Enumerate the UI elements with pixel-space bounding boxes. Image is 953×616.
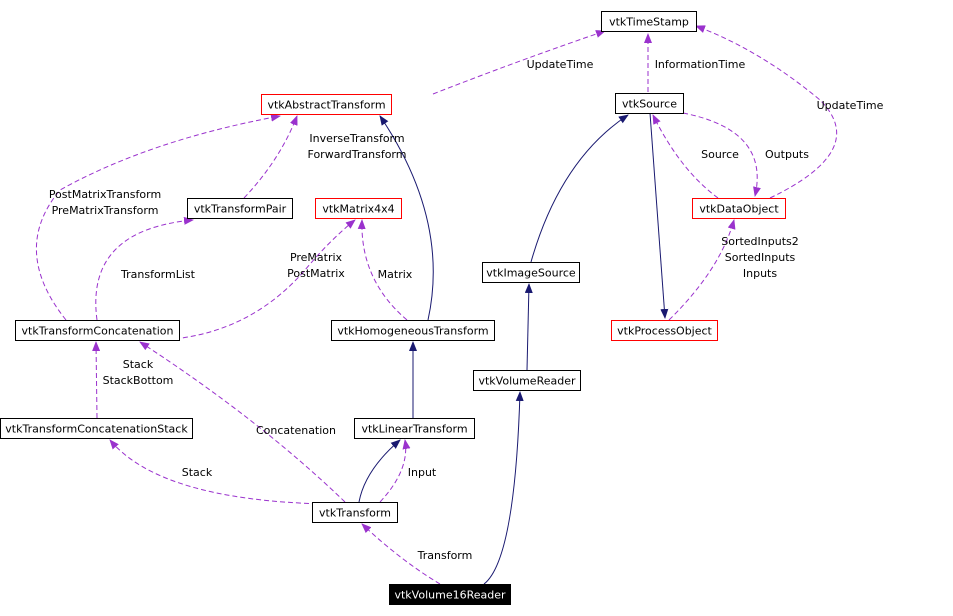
edge-label-outputs: Outputs (765, 148, 809, 161)
node-box-vtkdataobject[interactable] (692, 198, 786, 219)
node-vtkabstracttransform[interactable]: vtkAbstractTransform (261, 94, 392, 115)
node-vtklineartransform[interactable]: vtkLinearTransform (354, 418, 475, 439)
node-box-vtktimestamp[interactable] (601, 11, 697, 32)
node-vtkvolumereader[interactable]: vtkVolumeReader (473, 370, 581, 391)
node-vtkmatrix4x4[interactable]: vtkMatrix4x4 (315, 198, 402, 219)
node-label-vtktransformconcatenationstack: vtkTransformConcatenationStack (5, 423, 188, 436)
edge-label-forwardtransform: ForwardTransform (308, 148, 407, 161)
node-label-vtktransform: vtkTransform (319, 507, 391, 520)
edge-label-stack: Stack (123, 358, 154, 371)
edge-label-inputs: Inputs (743, 267, 777, 280)
edge-label-concatenation: Concatenation (256, 424, 336, 437)
edge-label-stackbottom: StackBottom (103, 374, 174, 387)
edge-vtkTransformPair-to-vtkAbstractTransform-use (243, 115, 298, 199)
node-label-vtklineartransform: vtkLinearTransform (361, 423, 467, 436)
edge-vtkDataObject-to-vtkTimeStamp-use (695, 25, 838, 199)
node-box-vtktransformpair[interactable] (187, 198, 293, 219)
edge-label-prematrix: PreMatrix (290, 251, 343, 264)
edge-vtkTransformConcatenationStack-to-vtkTransformConcatenation-use (92, 341, 101, 419)
node-label-vtkimagesource: vtkImageSource (486, 267, 576, 280)
node-label-vtktransformpair: vtkTransformPair (194, 203, 287, 216)
node-vtktransformconcatenationstack[interactable]: vtkTransformConcatenationStack (0, 418, 193, 439)
edge-label-sortedinputs: SortedInputs (725, 251, 796, 264)
edge-vtkSource-to-vtkDataObject-use (682, 112, 761, 197)
edge-label-stack: Stack (182, 466, 213, 479)
node-vtktimestamp[interactable]: vtkTimeStamp (601, 11, 697, 32)
node-vtkimagesource[interactable]: vtkImageSource (482, 262, 580, 283)
edge-label-updatetime: UpdateTime (527, 58, 594, 71)
edge-vtkDataObject-to-vtkSource-use (652, 114, 719, 199)
edge-label-updatetime: UpdateTime (817, 99, 884, 112)
node-vtktransformconcatenation[interactable]: vtkTransformConcatenation (15, 320, 180, 341)
edge-vtkTransform-to-vtkTransformConcatenation-use (139, 341, 346, 503)
node-label-vtkvolumereader: vtkVolumeReader (478, 375, 576, 388)
node-label-vtkmatrix4x4: vtkMatrix4x4 (322, 203, 394, 216)
node-label-vtkhomogeneoustransform: vtkHomogeneousTransform (337, 325, 488, 338)
edge-label-prematrixtransform: PreMatrixTransform (52, 204, 159, 217)
node-vtkvolume16reader[interactable]: vtkVolume16Reader (389, 584, 511, 605)
edge-vtkTransform-to-vtkLinearTransform-use (379, 439, 411, 503)
edge-label-inversetransform: InverseTransform (309, 132, 404, 145)
edge-vtkAbstractTransform-to-vtkTimeStamp-use (432, 30, 606, 95)
edge-vtkTransformConcatenation-to-vtkTransformPair-use (95, 216, 194, 321)
edge-label-informationtime: InformationTime (655, 58, 746, 71)
edge-label-postmatrix: PostMatrix (287, 267, 345, 280)
node-box-vtkimagesource[interactable] (482, 262, 580, 283)
node-vtkhomogeneoustransform[interactable]: vtkHomogeneousTransform (331, 320, 495, 341)
edge-vtkImageSource-to-vtkSource-inherit (530, 114, 629, 263)
node-box-vtkabstracttransform[interactable] (261, 94, 392, 115)
edge-label-postmatrixtransform: PostMatrixTransform (49, 188, 161, 201)
node-box-vtkprocessobject[interactable] (611, 320, 718, 341)
edge-vtkSource-to-vtkProcessObject-inherit (649, 112, 669, 319)
edge-label-transform: Transform (417, 549, 473, 562)
node-box-vtkmatrix4x4[interactable] (315, 198, 402, 219)
nodes-layer: vtkTimeStamp vtkAbstractTransform vtkSourc… (0, 11, 786, 605)
node-box-vtktransformconcatenationstack[interactable] (0, 418, 193, 439)
edge-label-transformlist: TransformList (120, 268, 196, 281)
node-box-vtktransformconcatenation[interactable] (15, 320, 180, 341)
node-vtktransformpair[interactable]: vtkTransformPair (187, 198, 293, 219)
node-label-vtkprocessobject: vtkProcessObject (617, 325, 712, 338)
node-label-vtkvolume16reader: vtkVolume16Reader (394, 589, 506, 602)
edge-vtkVolume16Reader-to-vtkVolumeReader-inherit (483, 391, 524, 585)
node-label-vtktransformconcatenation: vtkTransformConcatenation (22, 325, 174, 338)
edge-label-matrix: Matrix (378, 268, 413, 281)
edges-layer (35, 25, 838, 585)
node-box-vtkhomogeneoustransform[interactable] (331, 320, 495, 341)
edge-vtkProcessObject-to-vtkDataObject-use (668, 219, 736, 321)
edge-vtkTransform-to-vtkTransformConcatenationStack-use (109, 439, 326, 505)
node-box-vtkvolumereader[interactable] (473, 370, 581, 391)
edge-label-sortedinputs2: SortedInputs2 (721, 235, 799, 248)
edge-vtkHomogeneousTransform-to-vtkMatrix4x4-use (357, 219, 408, 321)
node-label-vtkabstracttransform: vtkAbstractTransform (267, 99, 385, 112)
node-box-vtkvolume16reader[interactable] (389, 584, 511, 605)
edge-vtkTransformConcatenation-to-vtkMatrix4x4-use (134, 219, 356, 341)
node-vtkdataobject[interactable]: vtkDataObject (692, 198, 786, 219)
edge-vtkVolume16Reader-to-vtkTransform-use (361, 523, 441, 585)
node-box-vtklineartransform[interactable] (354, 418, 475, 439)
node-vtkprocessobject[interactable]: vtkProcessObject (611, 320, 718, 341)
node-vtktransform[interactable]: vtkTransform (312, 502, 398, 523)
node-label-vtkdataobject: vtkDataObject (699, 203, 779, 216)
edge-label-source: Source (701, 148, 739, 161)
edge-vtkHomogeneousTransform-to-vtkAbstractTransform-inherit (379, 115, 434, 321)
node-label-vtksource: vtkSource (622, 98, 677, 111)
edge-vtkTransformConcatenation-to-vtkAbstractTransform-use (35, 113, 281, 321)
node-vtksource[interactable]: vtkSource (615, 93, 684, 114)
edge-label-input: Input (408, 466, 437, 479)
edge-vtkTransform-to-vtkLinearTransform-inherit (358, 439, 401, 503)
node-label-vtktimestamp: vtkTimeStamp (609, 16, 689, 29)
node-box-vtksource[interactable] (615, 93, 684, 114)
node-box-vtktransform[interactable] (312, 502, 398, 523)
edge-vtkVolumeReader-to-vtkImageSource-inherit (524, 283, 533, 371)
